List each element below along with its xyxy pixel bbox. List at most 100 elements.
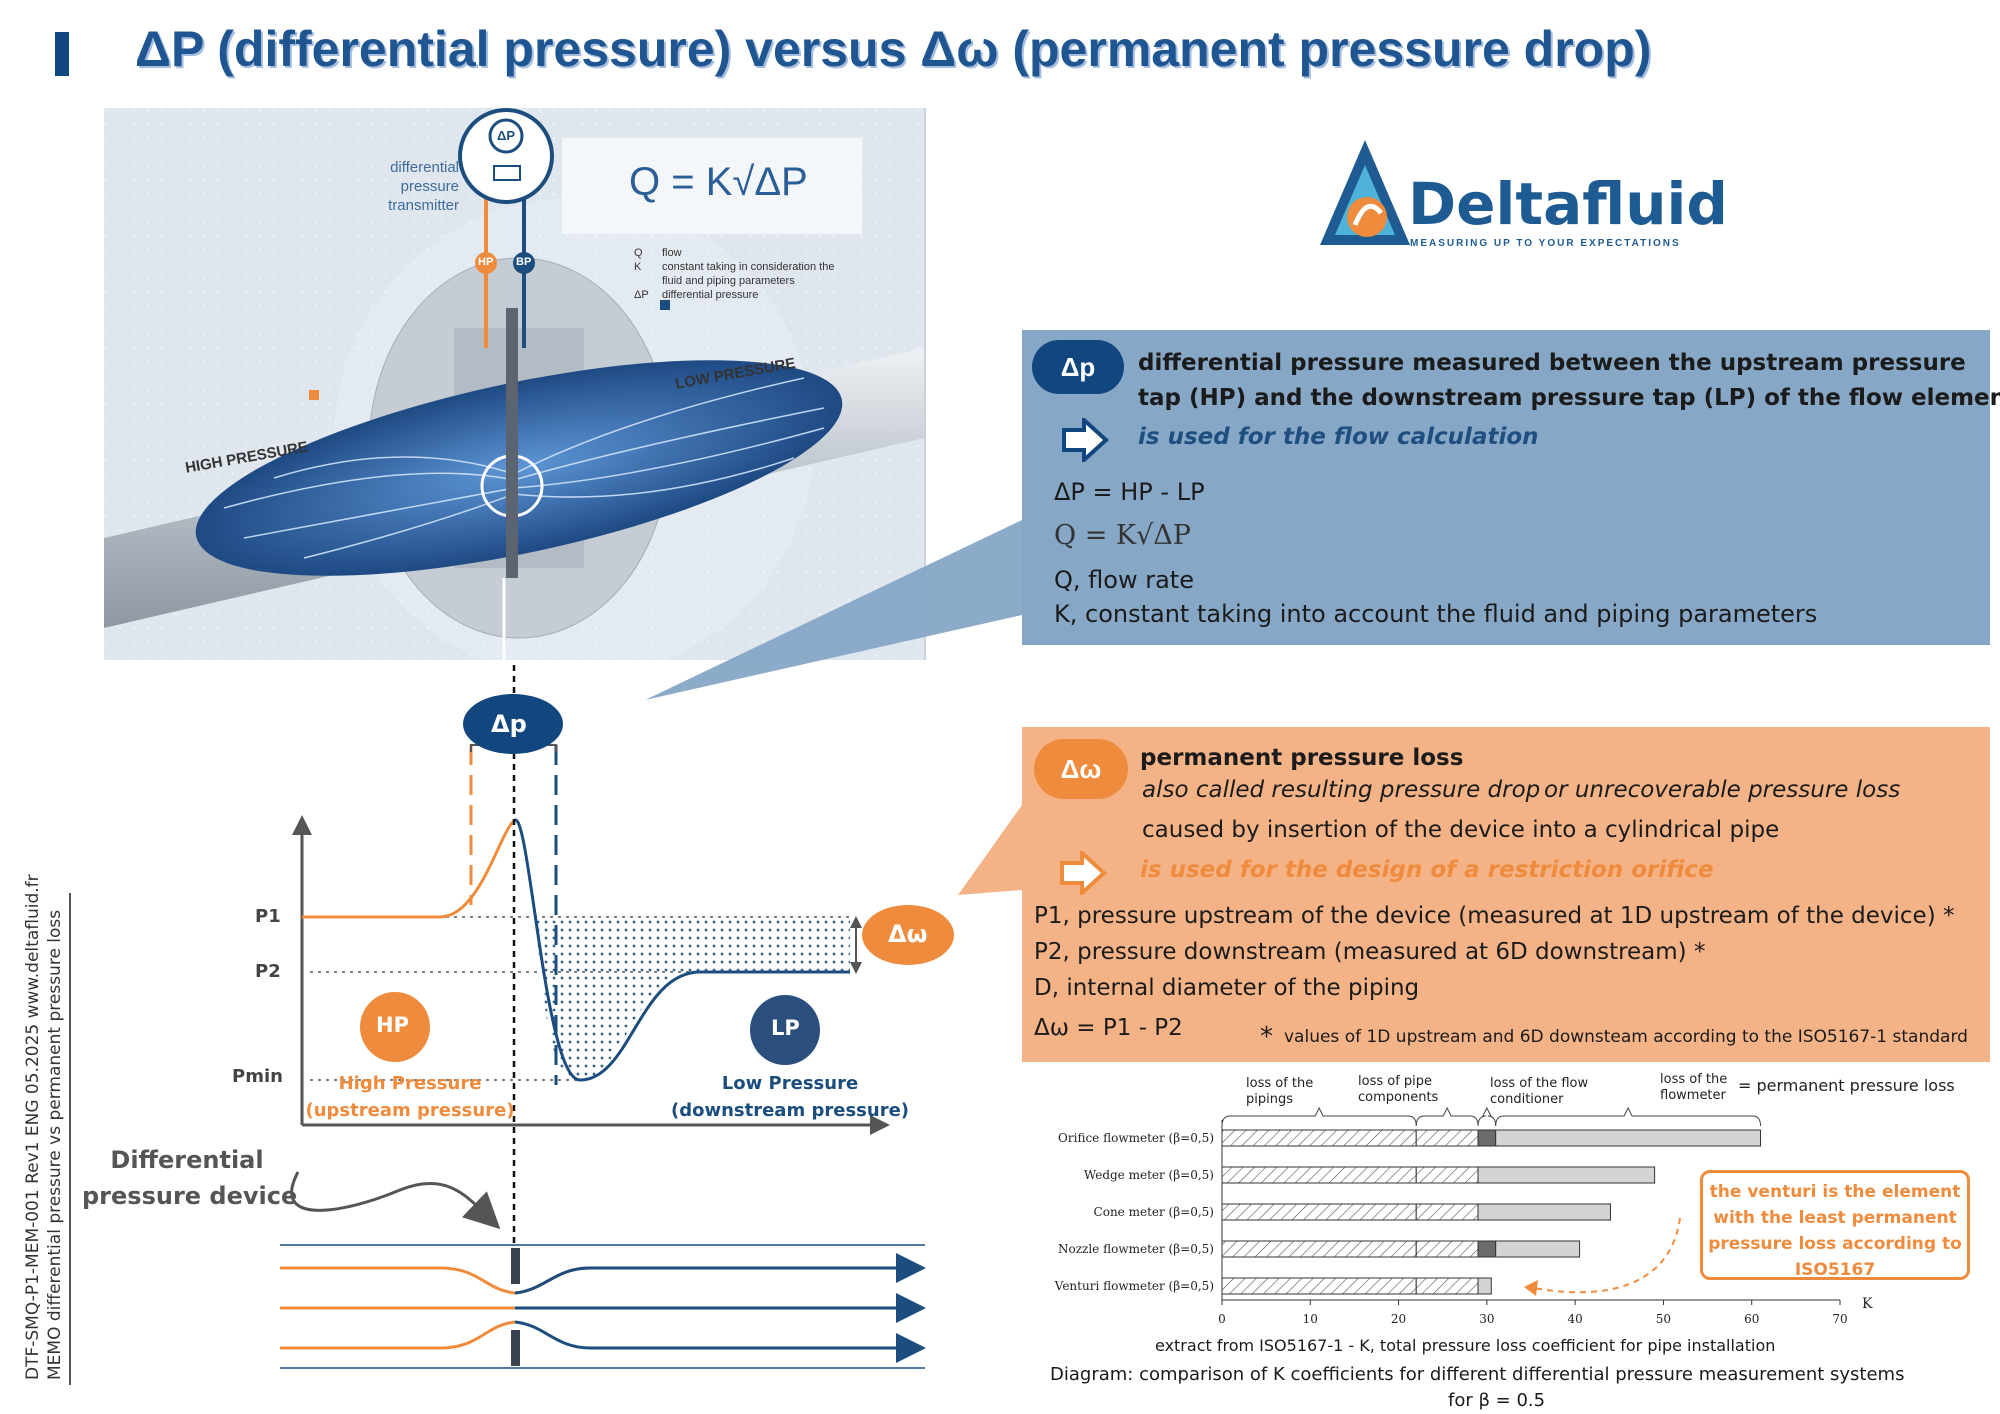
bar-segment [1477, 1129, 1497, 1147]
transmitter-label: differential pressure transmitter [314, 158, 459, 215]
pmin-label: Pmin [232, 1066, 283, 1087]
lp-circle-label: LP [771, 1016, 800, 1040]
legend-bracket [1415, 1106, 1479, 1127]
x-tick-label: 50 [1655, 1312, 1672, 1326]
bar-segment [1415, 1129, 1479, 1147]
hp-tag: HP [478, 256, 494, 268]
bar-segment [1221, 1203, 1417, 1221]
bar-segment [1477, 1277, 1492, 1295]
category-label: Wedge meter (β=0,5) [1083, 1168, 1214, 1182]
p1-definition: P1, pressure upstream of the device (mea… [1034, 903, 1955, 929]
hp-caption-line: (upstream pressure) [305, 1100, 515, 1121]
hp-circle [360, 992, 430, 1062]
dp-info-panel: Δp differential pressure measured betwee… [1022, 330, 2000, 645]
x-tick-label: 0 [1218, 1312, 1226, 1326]
bar-segment [1477, 1166, 1656, 1184]
orifice-plate-top [511, 1248, 520, 1284]
downstream-pressure-curve [513, 818, 850, 1082]
dp-diagram-label: Δp [491, 710, 527, 738]
bar-segment [1495, 1129, 1762, 1147]
dw-heading: permanent pressure loss [1140, 745, 1464, 771]
bar-segment [1221, 1277, 1417, 1295]
p2-label: P2 [255, 961, 281, 982]
dw-pill: Δω [1034, 739, 1128, 799]
bar-segment [1415, 1166, 1479, 1184]
total-loss-label: = permanent pressure loss [1738, 1076, 1955, 1095]
dp-heading-line1: differential pressure measured between t… [1138, 350, 1966, 376]
bar-segment [1221, 1166, 1417, 1184]
dw-diagram-label: Δω [888, 920, 928, 948]
dw-arrow-up [850, 916, 862, 928]
dw-usage: is used for the design of a restriction … [1140, 857, 1714, 883]
legend-bracket [1221, 1106, 1417, 1127]
bar-segment [1415, 1203, 1479, 1221]
dw-arrow-down [850, 962, 862, 974]
low-pressure-caption: Low Pressure (downstream pressure) [665, 1070, 915, 1124]
legend-pipings: loss of the pipings [1246, 1076, 1326, 1108]
lp-caption-line: Low Pressure [721, 1073, 859, 1094]
transmitter-symbol: ΔP [497, 128, 516, 143]
orifice-illustration: differential pressure transmitter ΔP HP … [104, 108, 926, 660]
dp-pill: Δp [1032, 340, 1124, 394]
category-label: Cone meter (β=0,5) [1093, 1205, 1214, 1219]
legend-key: K [634, 261, 642, 273]
dp-usage: is used for the flow calculation [1138, 424, 1539, 450]
x-tick-label: 10 [1302, 1312, 1318, 1326]
legend-value: fluid and piping parameters [662, 275, 795, 287]
legend-value: constant taking in consideration the [662, 261, 835, 273]
iso-footnote: values of 1D upstream and 6D downsteam a… [1284, 1027, 1968, 1047]
streamline-lower-outlet [514, 1320, 926, 1363]
deltafluid-logo-icon [1320, 140, 1410, 245]
logo-tagline: MEASURING UP TO YOUR EXPECTATIONS [1410, 238, 1681, 249]
dw-cause: caused by insertion of the device into a… [1142, 817, 1780, 843]
x-tick-label: 60 [1744, 1312, 1760, 1326]
dw-info-panel: Δω permanent pressure loss also called r… [1022, 727, 1990, 1062]
x-tick-label: 30 [1479, 1312, 1495, 1326]
lp-caption-line: (downstream pressure) [670, 1100, 910, 1121]
dw-equation: Δω = P1 - P2 [1034, 1015, 1183, 1041]
category-label: Nozzle flowmeter (β=0,5) [1057, 1242, 1214, 1256]
legend-bracket [1477, 1106, 1497, 1127]
device-caption: Differential pressure device [82, 1142, 298, 1214]
legend-pipe-components-label: loss of pipe components [1358, 1074, 1439, 1105]
category-label: Orifice flowmeter (β=0,5) [1058, 1131, 1214, 1145]
bar-segment [1415, 1240, 1479, 1258]
y-axis-arrow [292, 815, 312, 835]
high-pressure-caption: High Pressure (upstream pressure) [300, 1070, 520, 1124]
dw-diagram-pill [862, 905, 954, 965]
legend-key: Q [634, 247, 643, 259]
legend-flowmeter-label: loss of the flowmeter [1660, 1072, 1728, 1103]
hp-circle-label: HP [376, 1013, 409, 1037]
upstream-pressure-curve [302, 818, 517, 919]
bar-segment [1477, 1203, 1611, 1221]
arrow-right-icon [1062, 418, 1109, 462]
bp-tag: BP [516, 256, 532, 268]
p2-definition: P2, pressure downstream (measured at 6D … [1034, 939, 1706, 965]
legend-flow-conditioner: loss of the flow conditioner [1490, 1076, 1600, 1108]
hp-caption-line: High Pressure [338, 1073, 482, 1094]
dp-heading-line2: tap (HP) and the downstream pressure tap… [1138, 385, 2000, 411]
dp-equation: ΔP = HP - LP [1054, 478, 1205, 506]
q-definition: Q, flow rate [1054, 566, 1194, 594]
dw-callout-pointer [958, 805, 1022, 895]
photo-formula: Q = K√ΔP [629, 160, 808, 204]
chart-caption-beta: for β = 0.5 [1448, 1390, 1546, 1411]
x-axis-label: K [1862, 1296, 1873, 1312]
legend-pipings-label: loss of the pipings [1246, 1076, 1314, 1107]
arrow-right-icon [1060, 851, 1107, 895]
streamline-lower [280, 1320, 516, 1350]
device-caption-line: pressure device [82, 1182, 298, 1210]
chart-caption-title: Diagram: comparison of K coefficients fo… [1050, 1364, 1905, 1385]
dw-alt-name-2: or unrecoverable pressure loss [1544, 777, 1901, 803]
lp-circle [750, 995, 820, 1065]
x-axis-arrow [870, 1115, 890, 1135]
x-tick-label: 20 [1390, 1312, 1407, 1326]
venturi-note-arrow [1524, 1217, 1681, 1296]
page-title: ΔP (differential pressure) versus Δω (pe… [135, 21, 1652, 77]
legend-value: flow [662, 247, 682, 259]
